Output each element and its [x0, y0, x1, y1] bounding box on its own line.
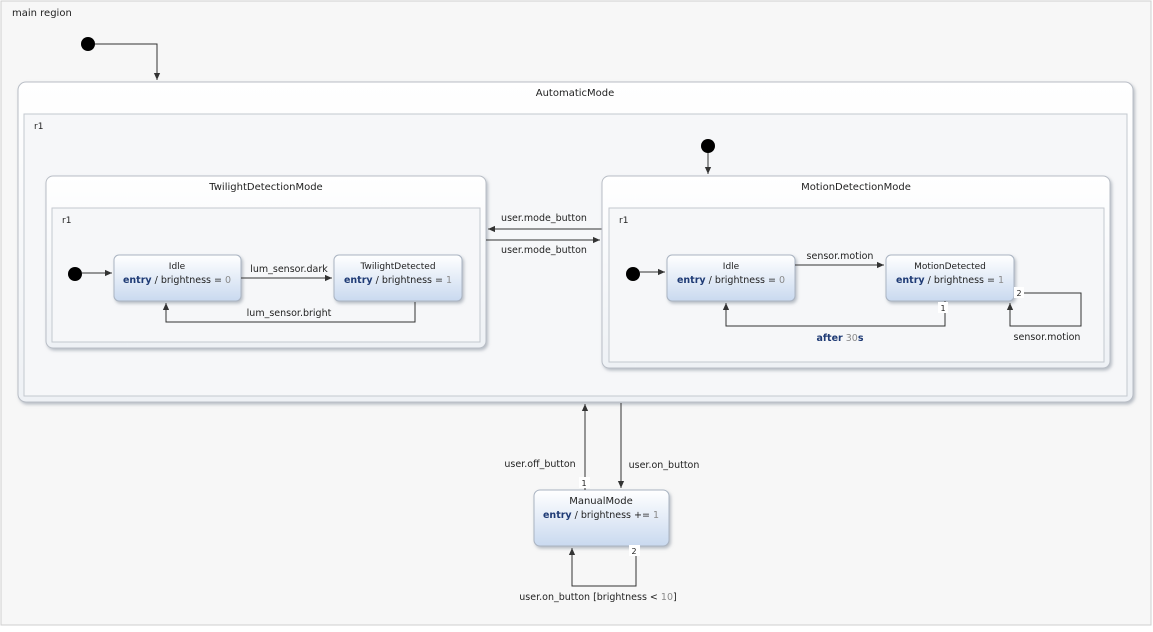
transition-after-30s[interactable] — [722, 301, 946, 327]
twilight-idle-entry-action: entry / brightness = 0 — [123, 275, 231, 286]
state-twilight-detection-mode[interactable]: TwilightDetectionMode r1 — [45, 175, 487, 349]
label-lum-dark: lum_sensor.dark — [250, 264, 328, 275]
initial-state-main[interactable] — [81, 37, 95, 51]
label-on-button: user.on_button — [629, 460, 700, 471]
label-lum-bright: lum_sensor.bright — [247, 308, 332, 319]
label-self-sensor-motion: sensor.motion — [1014, 332, 1081, 343]
label-off-button: user.off_button — [504, 459, 575, 470]
priority-self-motion-bg — [1014, 287, 1024, 298]
motion-detected-name: MotionDetected — [914, 262, 986, 272]
motion-detected-entry-action: entry / brightness = 1 — [896, 275, 1004, 286]
twilight-detected-name: TwilightDetected — [359, 262, 435, 272]
label-self-on-button: user.on_button [brightness < 10] — [519, 592, 676, 603]
transition-self-on-button[interactable] — [568, 546, 637, 587]
initial-state-automatic[interactable] — [701, 139, 715, 153]
transition-self-sensor-motion[interactable] — [1006, 292, 1082, 327]
initial-state-motion[interactable] — [626, 267, 640, 281]
priority-off: 1 — [581, 479, 586, 488]
twilight-mode-title: TwilightDetectionMode — [208, 182, 322, 193]
label-mode-top: user.mode_button — [501, 213, 587, 224]
priority-self-manual-bg — [629, 545, 640, 556]
transition-initial-to-automatic[interactable] — [95, 43, 161, 80]
motion-region-label: r1 — [619, 216, 628, 226]
state-manual-mode[interactable]: ManualMode entry / brightness += 1 — [533, 489, 670, 547]
transition-lum-bright[interactable] — [162, 302, 416, 323]
motion-mode-title: MotionDetectionMode — [801, 182, 911, 193]
priority-after: 1 — [940, 304, 945, 313]
initial-state-twilight[interactable] — [68, 267, 82, 281]
priority-self-motion: 2 — [1016, 289, 1021, 298]
label-after-30s: after 30s — [817, 333, 864, 344]
motion-idle-entry-action: entry / brightness = 0 — [677, 275, 785, 286]
priority-self-manual: 2 — [631, 547, 636, 556]
automatic-region-label: r1 — [34, 122, 43, 132]
priority-after-bg — [938, 302, 948, 313]
state-motion-idle[interactable]: Idle entry / brightness = 0 — [666, 254, 796, 302]
manual-mode-entry-action: entry / brightness += 1 — [543, 510, 659, 521]
automatic-mode-title: AutomaticMode — [536, 88, 615, 99]
twilight-region-label: r1 — [62, 216, 71, 226]
main-region-label: main region — [12, 8, 72, 19]
state-motion-detected[interactable]: MotionDetected entry / brightness = 1 — [885, 254, 1015, 302]
label-sensor-motion: sensor.motion — [807, 251, 874, 262]
state-twilight-detected[interactable]: TwilightDetected entry / brightness = 1 — [333, 254, 463, 302]
twilight-idle-name: Idle — [169, 262, 186, 272]
label-mode-bottom: user.mode_button — [501, 245, 587, 256]
motion-idle-name: Idle — [723, 262, 740, 272]
twilight-detected-entry-action: entry / brightness = 1 — [344, 275, 452, 286]
state-twilight-idle[interactable]: Idle entry / brightness = 0 — [113, 254, 242, 302]
priority-off-bg — [579, 477, 590, 488]
manual-mode-name: ManualMode — [569, 496, 633, 507]
